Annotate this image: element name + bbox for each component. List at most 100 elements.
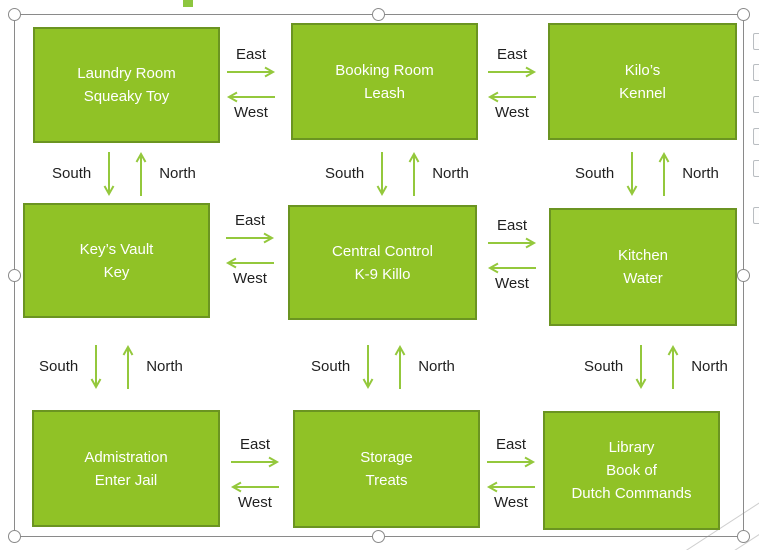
south-north-connector-g2c1[interactable]: South North <box>39 343 183 391</box>
south-north-connector-g1c3[interactable]: South North <box>575 150 719 198</box>
east-label: East <box>496 217 527 234</box>
south-north-connector-g1c1[interactable]: South North <box>52 150 196 198</box>
north-arrow-icon <box>658 151 670 196</box>
south-arrow-icon <box>635 345 647 390</box>
room-box-laundry[interactable]: Laundry Room Squeaky Toy <box>33 27 220 143</box>
room-item: Treats <box>365 472 408 489</box>
right-edge-ui-fragment <box>753 96 759 113</box>
west-arrow-icon <box>486 481 535 493</box>
east-arrow-icon <box>488 237 537 249</box>
room-box-library[interactable]: Library Book of Dutch Commands <box>543 411 720 530</box>
room-item: Key <box>103 263 130 281</box>
resize-handle-middle-left[interactable] <box>8 268 21 282</box>
room-box-storage[interactable]: Storage Treats <box>293 410 480 528</box>
resize-handle-bottom-right[interactable] <box>737 530 750 543</box>
room-item: Book of <box>606 462 657 479</box>
east-west-connector-r1c1[interactable]: East West <box>219 47 283 121</box>
south-arrow-icon <box>103 152 115 197</box>
room-name: Admistration <box>84 448 168 466</box>
south-label: South <box>575 165 615 182</box>
north-arrow-icon <box>122 344 134 389</box>
north-label: North <box>146 358 183 375</box>
south-arrow-icon <box>376 152 388 197</box>
west-label: West <box>233 270 267 287</box>
resize-handle-bottom-center[interactable] <box>372 530 385 543</box>
right-edge-ui-fragment <box>753 33 759 50</box>
south-north-connector-g2c2[interactable]: South North <box>311 343 455 391</box>
south-label: South <box>584 358 624 375</box>
east-west-connector-r3c2[interactable]: East West <box>479 437 543 511</box>
south-label: South <box>52 165 92 182</box>
room-name: Kitchen <box>617 247 669 264</box>
room-item: Squeaky Toy <box>83 88 170 105</box>
right-edge-ui-fragment <box>753 207 759 224</box>
room-item: Water <box>623 270 663 287</box>
east-arrow-icon <box>226 232 275 244</box>
east-west-connector-r2c2[interactable]: East West <box>480 218 544 292</box>
north-label: North <box>432 165 469 182</box>
right-edge-ui-fragment <box>753 160 759 177</box>
room-box-central-control[interactable]: Central Control K-9 Killo <box>288 205 477 320</box>
west-label: West <box>494 494 528 511</box>
room-item: Kennel <box>619 84 666 102</box>
room-box-booking[interactable]: Booking Room Leash <box>291 23 478 140</box>
resize-handle-bottom-left[interactable] <box>8 530 21 543</box>
east-label: East <box>495 436 526 453</box>
resize-handle-top-left[interactable] <box>8 8 21 21</box>
east-arrow-icon <box>227 66 276 78</box>
right-edge-ui-fragment <box>753 64 759 81</box>
south-arrow-icon <box>362 345 374 390</box>
south-label: South <box>39 358 79 375</box>
north-label: North <box>418 358 455 375</box>
title-text-fragment <box>183 0 193 7</box>
east-label: East <box>496 46 527 63</box>
room-item-line2: Dutch Commands <box>571 485 692 502</box>
room-item: Leash <box>364 84 405 102</box>
resize-handle-top-center[interactable] <box>372 8 385 21</box>
room-name: Kilo’s <box>624 61 661 79</box>
north-arrow-icon <box>408 151 420 196</box>
east-west-connector-r1c2[interactable]: East West <box>480 47 544 121</box>
east-label: East <box>234 212 265 229</box>
south-north-connector-g1c2[interactable]: South North <box>325 150 469 198</box>
east-west-connector-r3c1[interactable]: East West <box>223 437 287 511</box>
south-label: South <box>325 165 365 182</box>
west-label: West <box>234 104 268 121</box>
room-name: Key’s Vault <box>79 240 154 258</box>
east-label: East <box>235 46 266 63</box>
west-label: West <box>495 104 529 121</box>
north-arrow-icon <box>394 344 406 389</box>
room-item: K-9 Killo <box>354 265 411 283</box>
west-arrow-icon <box>487 262 536 274</box>
room-box-kitchen[interactable]: Kitchen Water <box>549 208 737 326</box>
west-arrow-icon <box>487 91 536 103</box>
south-arrow-icon <box>90 345 102 390</box>
room-box-kennel[interactable]: Kilo’s Kennel <box>548 23 737 140</box>
north-label: North <box>691 358 728 375</box>
resize-handle-middle-right[interactable] <box>737 268 750 282</box>
east-arrow-icon <box>231 456 280 468</box>
room-name: Central Control <box>332 242 433 260</box>
east-west-connector-r2c1[interactable]: East West <box>218 213 282 287</box>
resize-handle-top-right[interactable] <box>737 8 750 21</box>
room-name: Laundry Room <box>77 65 176 82</box>
room-name: Storage <box>360 449 413 466</box>
east-label: East <box>239 436 270 453</box>
room-box-administration[interactable]: Admistration Enter Jail <box>32 410 220 527</box>
west-label: West <box>495 275 529 292</box>
right-edge-ui-fragment <box>753 128 759 145</box>
north-label: North <box>159 165 196 182</box>
room-box-vault[interactable]: Key’s Vault Key <box>23 203 210 318</box>
north-arrow-icon <box>135 151 147 196</box>
west-arrow-icon <box>225 257 274 269</box>
east-arrow-icon <box>487 456 536 468</box>
room-item: Enter Jail <box>94 471 158 489</box>
south-label: South <box>311 358 351 375</box>
north-label: North <box>682 165 719 182</box>
east-arrow-icon <box>488 66 537 78</box>
room-name: Library <box>608 439 655 456</box>
west-label: West <box>238 494 272 511</box>
south-north-connector-g2c3[interactable]: South North <box>584 343 728 391</box>
west-arrow-icon <box>226 91 275 103</box>
